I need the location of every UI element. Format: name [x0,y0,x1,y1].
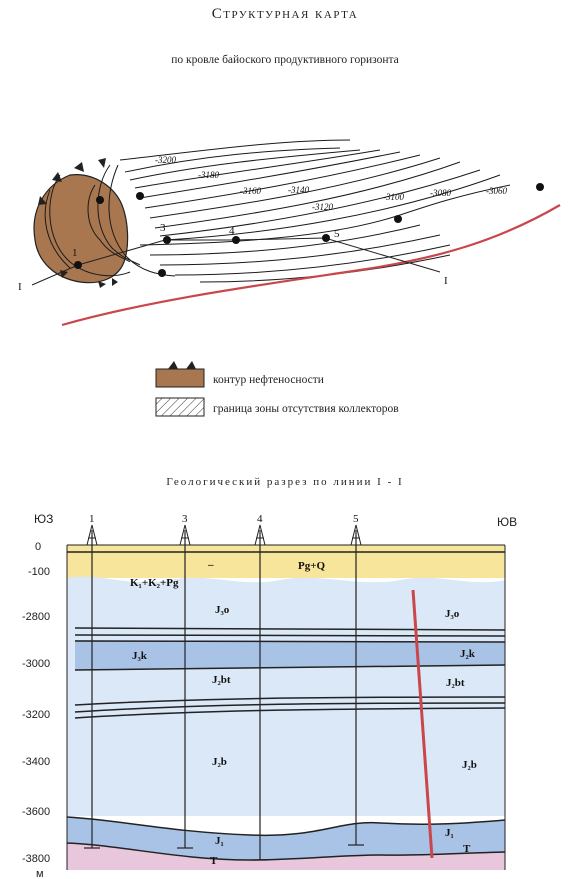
geological-section: ЮЗ ЮВ [22,512,517,879]
depth-tick: -2800 [22,611,50,623]
section-side-left: ЮЗ [34,512,53,526]
depth-tick: -100 [28,566,50,578]
well-label: 1 [72,247,78,259]
section-well-label: 1 [89,513,95,525]
contour-label: -3080 [430,188,451,198]
depth-tick: -3200 [22,709,50,721]
well-label: 5 [334,228,340,240]
legend-hatch-swatch [155,397,205,417]
depth-tick: -3600 [22,806,50,818]
unit-label: Pg+Q [298,560,325,572]
unit-label: J₃o [445,608,460,620]
unit-label: J₂bt [446,677,465,689]
section-line-label-left: I [18,281,22,293]
contour-label: -3060 [486,186,507,196]
map-subtitle: по кровле байоского продуктивного горизо… [171,54,399,66]
depth-axis: 0 -100 -2800 -3000 -3200 -3400 -3600 -38… [22,541,50,879]
well-marker [96,196,104,204]
well-marker [394,215,402,223]
section-well-label: 4 [257,513,263,525]
map-wells [74,183,544,277]
unit-label: J₂k [460,648,476,660]
derricks [86,524,362,546]
unit-dash: – [207,559,214,571]
well-label: 4 [229,225,235,237]
well-marker [163,236,171,244]
structure-contours [44,139,511,283]
fault-line [411,589,434,859]
layer-quaternary [67,545,505,578]
unit-label: J₁ [215,835,224,847]
structural-map: -3200 -3180 -3160 -3140 -3120 -3100 -308… [18,139,561,327]
well-label: 3 [160,222,166,234]
section-line-label-right: I [444,275,448,287]
section-well-label: 3 [182,513,188,525]
contour-label: -3140 [288,185,309,195]
contour-label: -3180 [198,170,219,180]
section-wells [84,530,364,861]
section-well-label: 5 [353,513,359,525]
reservoir-absence-boundary [61,204,561,327]
layer-band-j1 [67,817,505,860]
section-side-right: ЮВ [497,515,517,529]
unit-label: J₂b [212,756,227,768]
map-title: Структурная карта [211,6,359,22]
depth-tick: -3000 [22,658,50,670]
depth-unit: м [36,868,44,879]
unit-label: J₃o [215,604,230,616]
contour-label: -3160 [240,186,261,196]
depth-tick: -3400 [22,756,50,768]
layer-jurassic [67,586,505,816]
well-marker [158,269,166,277]
depth-tick: 0 [35,541,41,553]
unit-label: J₁ [445,827,454,839]
well-marker [232,236,240,244]
well-marker [136,192,144,200]
legend-oil-tooth [168,361,178,369]
well-marker [74,261,82,269]
contour-label: -3100 [383,192,404,202]
unit-label: J₂bt [212,674,231,686]
unit-label: T [210,855,218,867]
contour-label: -3200 [155,155,176,165]
layer-band-j3k [75,640,505,670]
section-line [31,237,441,286]
well-marker [322,234,330,242]
unit-label: T [463,843,471,855]
legend: контур нефтеносности граница зоны отсутс… [155,361,399,417]
horizons [66,551,506,861]
unit-label: J₂b [462,759,477,771]
contour-label: -3120 [312,202,333,212]
section-title: Геологический разрез по линии I - I [166,476,404,488]
oil-area [33,174,129,284]
unit-label: J₃k [132,650,148,662]
legend-oil-swatch [155,368,205,388]
depth-tick: -3800 [22,853,50,865]
well-marker [536,183,544,191]
legend-oil-label: контур нефтеносности [213,374,324,386]
legend-oil-tooth [186,361,196,369]
legend-hatch-label: граница зоны отсутствия коллекторов [213,403,399,415]
layer-triassic [67,843,505,870]
unit-label: K₁+K₂+Pg [130,577,179,589]
